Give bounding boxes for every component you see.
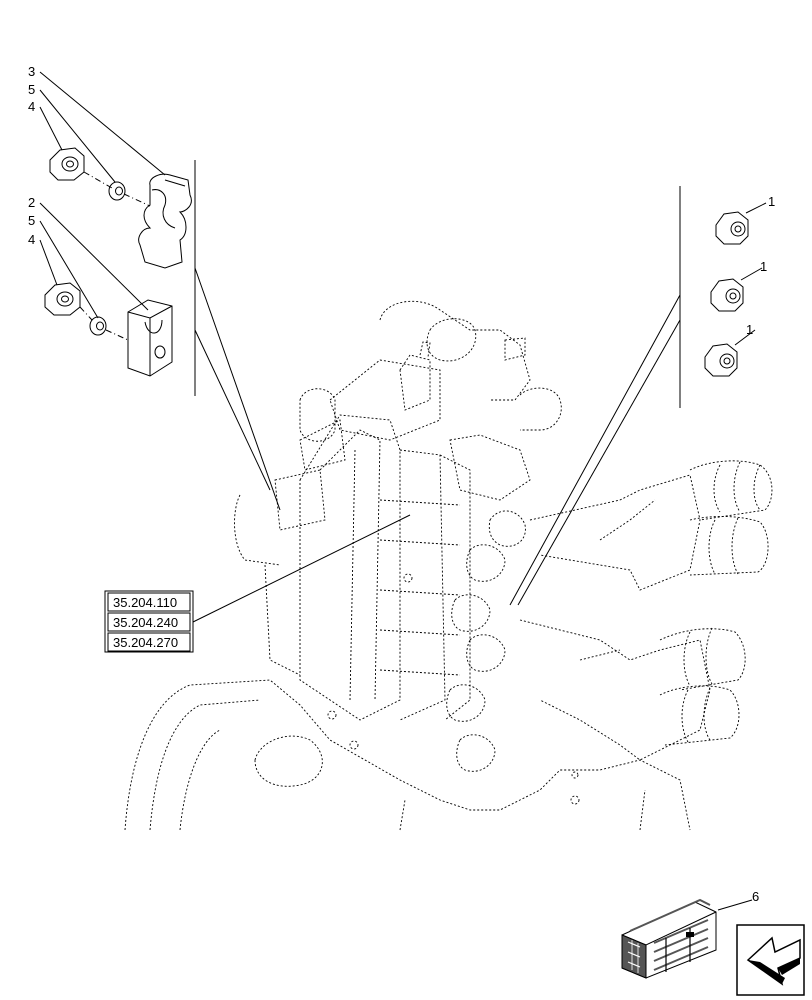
reference-box-2[interactable] [107,612,191,632]
hex-nut-bottom-left [44,282,81,316]
callout-5-bottom: 5 [28,213,35,228]
hex-nut-right-1 [715,211,749,245]
callout-5-top: 5 [28,82,35,97]
valve-block-assembly [124,300,773,831]
callout-6: 6 [752,889,759,904]
reference-box-group: 35.204.110 35.204.240 35.204.270 [104,590,194,653]
callout-1-b: 1 [760,259,767,274]
spacer-block [127,299,173,377]
callout-1-c: 1 [746,322,753,337]
washer-bottom [89,316,107,336]
previous-page-arrow-icon[interactable] [736,924,805,996]
reference-label-3[interactable]: 35.204.270 [113,635,178,650]
hex-nut-top-left [49,147,85,181]
reference-box-1[interactable] [107,592,191,612]
washer-top [108,181,126,201]
callout-1-a: 1 [768,194,775,209]
callout-3: 3 [28,64,35,79]
pipe-clamp [138,173,192,269]
kit-box-icon [621,898,717,979]
callout-4-bottom: 4 [28,232,35,247]
hex-nut-right-2 [710,278,744,312]
reference-label-1[interactable]: 35.204.110 [113,595,177,610]
reference-box-3[interactable] [107,632,191,652]
hex-nut-right-3 [704,343,738,377]
reference-label-2[interactable]: 35.204.240 [113,615,178,630]
callout-2: 2 [28,195,35,210]
callout-4-top: 4 [28,99,35,114]
